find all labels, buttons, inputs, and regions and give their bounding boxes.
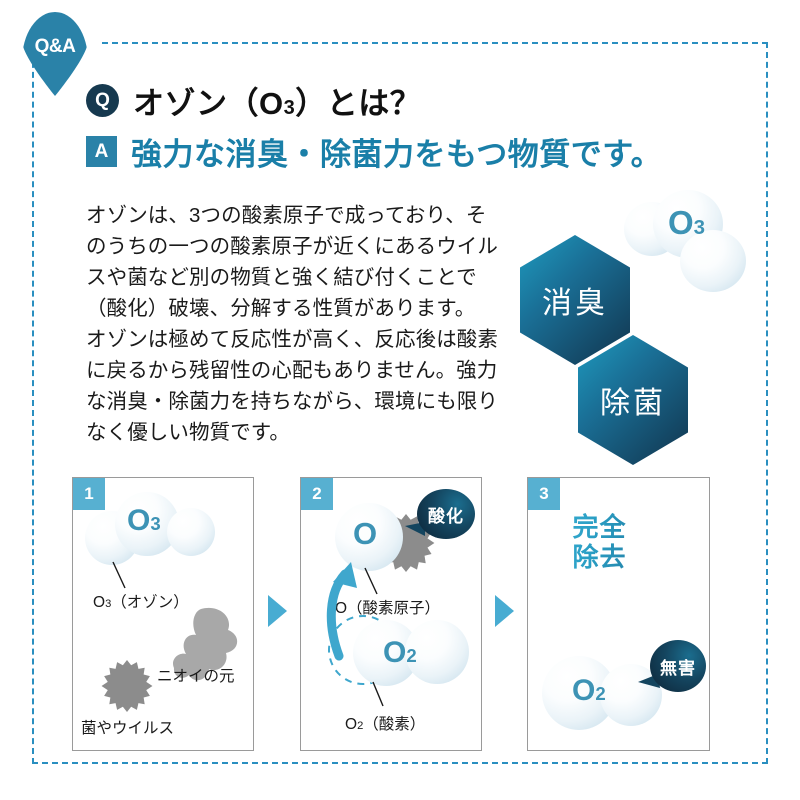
hexagon-deodorize-label: 消臭: [542, 287, 608, 320]
answer-badge: A: [86, 136, 117, 167]
step1-cap-sub: 3: [105, 598, 112, 610]
step-panel-1: 1 O3 O3（オゾン） ニオイの元 菌やウイルス: [72, 477, 254, 751]
step2-leader-line: [364, 567, 378, 595]
step2-cap-o: O: [345, 716, 358, 733]
step2-o2-label: O2: [383, 636, 417, 670]
body-paragraph-1: オゾンは、3つの酸素原子で成っており、そのうちの一つの酸素原子が近くにあるウイル…: [86, 204, 498, 320]
step-panel-2: 2 O 酸化 O（酸素原子） O2 O2（酸素）: [300, 477, 482, 751]
step3-badge-tail: [638, 674, 660, 688]
question-title-subscript: 3: [283, 97, 296, 119]
step3-o2-subscript: 2: [595, 683, 606, 704]
hexagon-sterilize-label: 除菌: [600, 387, 666, 420]
step-1-number: 1: [73, 478, 105, 510]
step1-odor-smoke: [173, 607, 238, 681]
qa-pin-label: Q&A: [34, 36, 76, 57]
step3-radiating-ring: [552, 504, 687, 639]
step-arrow-1: [268, 595, 287, 627]
step3-harmless-badge: 無害: [650, 640, 706, 692]
step2-o2-subscript: 2: [406, 645, 417, 666]
step-arrow-2: [495, 595, 514, 627]
step-panel-3: 3: [527, 477, 710, 751]
step2-cap-sub: 2: [357, 720, 364, 732]
step2-o2-leader-line: [372, 681, 384, 707]
question-row: Q オゾン（O3）とは？: [86, 78, 746, 123]
hexagon-deodorize: 消臭: [520, 235, 630, 365]
step2-caption-o2: O2（酸素）: [345, 712, 425, 734]
step1-cap-post: （オゾン）: [111, 594, 189, 611]
dashed-content-frame: [32, 42, 768, 764]
qa-pin-marker: Q&A: [22, 12, 88, 96]
body-paragraph-2: オゾンは極めて反応性が高く、反応後は酸素に戻るから残留性の心配もありません。強力…: [86, 328, 498, 444]
answer-title: 強力な消臭・除菌力をもつ物質です。: [131, 137, 663, 172]
qa-header: Q オゾン（O3）とは？ A 強力な消臭・除菌力をもつ物質です。: [86, 78, 746, 174]
step1-caption-molecule: O3（オゾン）: [93, 590, 189, 612]
step2-oxygen-atom-bubble: [335, 503, 403, 571]
body-copy: オゾンは、3つの酸素原子で成っており、そのうちの一つの酸素原子が近くにあるウイル…: [86, 200, 506, 448]
question-title-pre: オゾン（O: [133, 86, 284, 121]
step1-cap-o: O: [93, 594, 106, 611]
hero-molecule-symbol: O: [668, 204, 694, 241]
hero-molecule-label: O3: [668, 204, 705, 242]
step2-o2-bubble-right: [405, 620, 469, 684]
question-title-post: ）とは？: [295, 86, 422, 121]
hero-molecule-subscript: 3: [693, 216, 706, 239]
step2-oxidation-badge: 酸化: [417, 489, 475, 539]
answer-row: A 強力な消臭・除菌力をもつ物質です。: [86, 129, 746, 174]
step-2-number: 2: [301, 478, 333, 510]
step2-cap-post: （酸素）: [363, 716, 426, 733]
hero-graphic: O3 消臭 除菌: [500, 190, 780, 465]
step2-o2-symbol: O: [383, 636, 407, 669]
step1-caption-odor: ニオイの元: [157, 668, 235, 685]
step3-o2-symbol: O: [572, 674, 596, 707]
question-title: オゾン（O3）とは？: [133, 78, 421, 123]
step-3-number: 3: [528, 478, 560, 510]
process-steps: 1 O3 O3（オゾン） ニオイの元 菌やウイルス 2 O 酸化: [72, 477, 728, 751]
step1-molecule-label: O3: [127, 504, 161, 538]
step1-molecule-subscript: 3: [150, 513, 161, 534]
step2-caption-atom: O（酸素原子）: [335, 600, 441, 617]
step1-germ-blob: [101, 660, 153, 712]
step2-atom-label: O: [353, 516, 378, 551]
step1-caption-germs: 菌やウイルス: [81, 720, 175, 737]
step1-molecule-symbol: O: [127, 504, 151, 537]
step3-o2-label: O2: [572, 674, 606, 708]
question-badge: Q: [86, 84, 119, 117]
hero-bubble-right: [680, 230, 746, 292]
step1-bubble-right: [167, 508, 215, 556]
